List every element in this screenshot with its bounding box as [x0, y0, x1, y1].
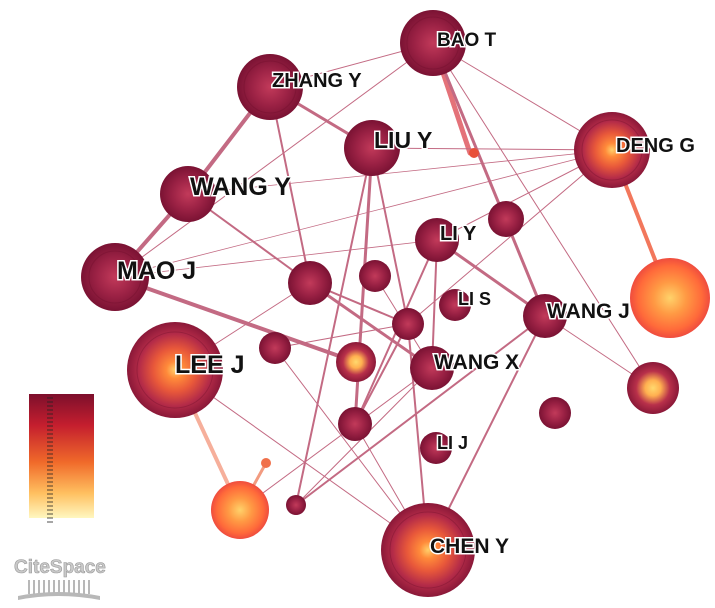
link-leej-cheny [174, 369, 429, 551]
node-302[interactable] [286, 495, 306, 515]
node-liu-y[interactable] [344, 120, 400, 176]
node-wang-x[interactable] [410, 346, 454, 390]
node-266-dot[interactable] [261, 458, 271, 468]
ring-bao-t [406, 16, 460, 70]
label-wang-x: WANG X [434, 351, 519, 374]
logo-book-icon [18, 580, 100, 600]
link-mao-deng [114, 149, 613, 278]
ring-chen-y [389, 511, 467, 589]
label-liu-y: LIU Y [374, 127, 432, 153]
label-wang-j: WANG J [547, 300, 630, 323]
ring-zhang-y [243, 60, 297, 114]
ring-deng-g [581, 119, 643, 181]
node-mao-j[interactable] [81, 243, 149, 311]
node-375[interactable] [359, 260, 391, 292]
legend-ticks [47, 397, 53, 523]
link-wangj-node302 [295, 315, 546, 506]
node-deng-g[interactable] [574, 112, 650, 188]
node-468-dot[interactable] [469, 148, 479, 158]
citespace-logo: CiteSpace [14, 557, 106, 600]
node-275[interactable] [259, 332, 291, 364]
label-lee-j: LEE J [175, 351, 244, 379]
node-zhang-y[interactable] [237, 54, 303, 120]
node-labels: BAO T ZHANG Y LIU Y DENG G WANG Y LI Y M… [116, 29, 697, 560]
link-node240-wangx [239, 367, 433, 511]
link-node408-node275 [274, 323, 409, 349]
node-355[interactable] [338, 407, 372, 441]
link-liy-wangj [435, 238, 547, 318]
label-chen-y: CHEN Y [430, 535, 509, 558]
link-baot-node653 [432, 42, 654, 389]
node-rings [88, 16, 643, 589]
node-670[interactable] [630, 258, 710, 338]
label-li-s: LI S [458, 289, 491, 309]
label-li-j: LI J [437, 433, 468, 453]
label-li-y: LI Y [440, 223, 477, 245]
logo-text: CiteSpace [14, 557, 106, 578]
link-deng-node408 [407, 149, 613, 325]
node-310[interactable] [288, 261, 332, 305]
label-wang-y: WANG Y [190, 173, 291, 201]
link-node408-node355 [354, 323, 409, 425]
node-408[interactable] [392, 308, 424, 340]
node-wang-y[interactable] [160, 166, 216, 222]
node-li-y[interactable] [415, 218, 459, 262]
node-bao-t[interactable] [400, 10, 466, 76]
link-mao-baot [114, 42, 434, 278]
node-653[interactable] [627, 362, 679, 414]
link-mao-liy [114, 239, 438, 278]
node-240[interactable] [211, 481, 269, 539]
label-deng-g: DENG G [616, 135, 695, 157]
label-zhang-y: ZHANG Y [272, 70, 362, 92]
label-bao-t: BAO T [437, 30, 497, 51]
node-506[interactable] [488, 201, 524, 237]
node-li-s[interactable] [439, 289, 471, 321]
node-356[interactable] [336, 342, 376, 382]
network-nodes [81, 10, 710, 597]
node-555[interactable] [539, 397, 571, 429]
link-liu-node302 [295, 147, 373, 506]
node-chen-y[interactable] [381, 503, 475, 597]
node-lee-j[interactable] [127, 322, 223, 418]
node-wang-j[interactable] [523, 294, 567, 338]
link-zhang-node310 [269, 86, 311, 284]
label-mao-j: MAO J [117, 257, 196, 285]
link-liu-deng [371, 147, 613, 151]
node-li-j[interactable] [420, 432, 452, 464]
link-liu-node408 [371, 147, 409, 325]
ring-lee-j [136, 331, 214, 409]
ring-mao-j [88, 250, 142, 304]
link-node310-wangx [308, 281, 434, 370]
network-links [113, 40, 672, 551]
link-mao-wangx [113, 275, 358, 364]
color-legend [29, 394, 94, 523]
link-wang-deng [187, 149, 613, 195]
legend-gradient-bar [29, 394, 94, 518]
